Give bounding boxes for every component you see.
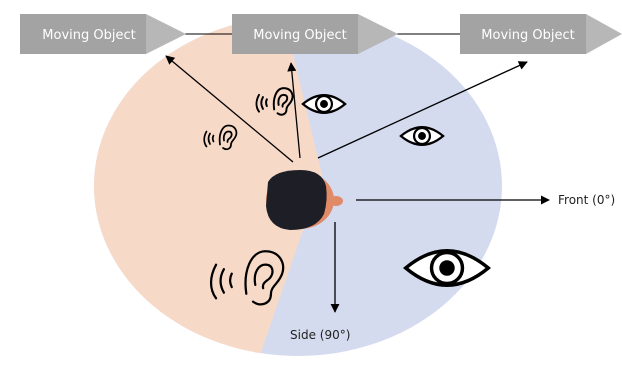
front-label: Front (0°) [558,193,615,207]
moving-object-3: Moving Object [460,14,622,54]
moving-object-label: Moving Object [253,28,346,43]
side-label: Side (90°) [290,328,350,342]
moving-object-label: Moving Object [481,28,574,43]
perception-field [0,0,502,361]
moving-object-label: Moving Object [42,28,135,43]
moving-object-1: Moving Object [20,14,186,54]
